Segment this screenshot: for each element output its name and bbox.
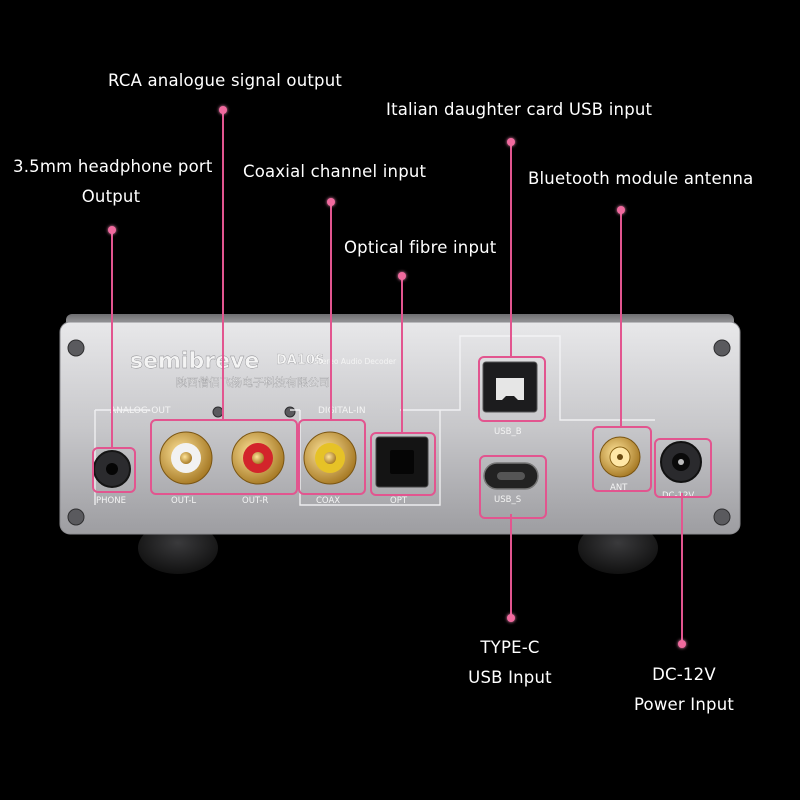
company-name: 陕西僧侣飞扬电子科技有限公司: [176, 375, 330, 389]
port-label-phone: PHONE: [96, 496, 126, 506]
usb-b-port: [482, 361, 538, 413]
callout-coaxial: Coaxial channel input: [243, 157, 426, 187]
callout-dc: DC-12V Power Input: [628, 660, 740, 720]
port-label-usb-b: USB_B: [494, 427, 522, 437]
callout-usb-c: TYPE-C USB Input: [463, 633, 557, 693]
model-subtitle: Stereo Audio Decoder: [314, 357, 397, 366]
callout-usb-b: Italian daughter card USB input: [386, 95, 652, 125]
leader-dot-dc: [678, 640, 686, 648]
port-label-out-l: OUT-L: [171, 496, 196, 506]
leader-usb-c: [510, 514, 512, 618]
callout-headphone: 3.5mm headphone port Output: [13, 152, 213, 212]
highlight-optical: [370, 432, 436, 496]
leader-antenna: [620, 210, 622, 427]
callout-headphone-line1: 3.5mm headphone port: [13, 157, 213, 176]
callout-bluetooth: Bluetooth module antenna: [528, 164, 753, 194]
leader-dot-usb-b: [507, 138, 515, 146]
port-label-out-r: OUT-R: [242, 496, 268, 506]
leader-dot-optical: [398, 272, 406, 280]
rca-out-right: [231, 431, 285, 485]
leader-dot-antenna: [617, 206, 625, 214]
section-label-digital: DIGITAL-IN: [318, 406, 366, 416]
highlight-dc: [654, 438, 712, 498]
port-label-coax: COAX: [316, 496, 340, 506]
leader-dot-usb-c: [507, 614, 515, 622]
optical-port: [375, 436, 429, 488]
highlight-usb-c: [479, 455, 547, 519]
highlight-rca: [150, 419, 298, 495]
leader-dot-rca: [219, 106, 227, 114]
callout-headphone-line2: Output: [81, 187, 141, 206]
callout-coaxial-text: Coaxial channel input: [243, 162, 427, 181]
highlight-usb-b: [478, 356, 546, 422]
rear-panel: [59, 321, 741, 535]
callout-rca: RCA analogue signal output: [108, 66, 342, 96]
usb-c-port: [483, 462, 539, 490]
leader-dot-coax: [327, 198, 335, 206]
section-label-analog: ANALOG-OUT: [110, 406, 171, 416]
callout-usb-c-line2: USB Input: [468, 668, 552, 687]
leader-headphone: [111, 230, 113, 448]
rubber-foot-right: [578, 522, 658, 574]
antenna-connector: [599, 436, 641, 478]
brand-logo: semibreve: [130, 349, 259, 374]
highlight-coax: [298, 419, 366, 495]
callout-optical-text: Optical fibre input: [344, 238, 497, 257]
model-name: DA10S: [276, 353, 324, 368]
leader-coax: [330, 202, 332, 420]
panel-screws: [67, 339, 731, 526]
rca-out-left: [159, 431, 213, 485]
port-label-usb-s: USB_S: [494, 495, 521, 505]
rubber-foot-left: [138, 522, 218, 574]
leader-dot-headphone: [108, 226, 116, 234]
callout-usb-c-line1: TYPE-C: [480, 638, 540, 657]
callout-rca-text: RCA analogue signal output: [108, 71, 343, 90]
leader-optical: [401, 276, 403, 433]
callout-usb-b-text: Italian daughter card USB input: [386, 100, 653, 119]
leader-rca: [222, 110, 224, 420]
callout-optical: Optical fibre input: [344, 233, 496, 263]
highlight-headphone: [92, 447, 136, 493]
port-label-opt: OPT: [390, 496, 408, 506]
leader-usb-b: [510, 142, 512, 357]
dc-power-jack: [660, 441, 702, 483]
highlight-antenna: [592, 426, 652, 492]
callout-dc-line1: DC-12V: [652, 665, 716, 684]
coax-jack: [303, 431, 357, 485]
callout-dc-line2: Power Input: [633, 695, 735, 714]
port-label-ant: ANT: [610, 483, 628, 493]
leader-dc: [681, 493, 683, 643]
callout-bluetooth-text: Bluetooth module antenna: [528, 169, 754, 188]
